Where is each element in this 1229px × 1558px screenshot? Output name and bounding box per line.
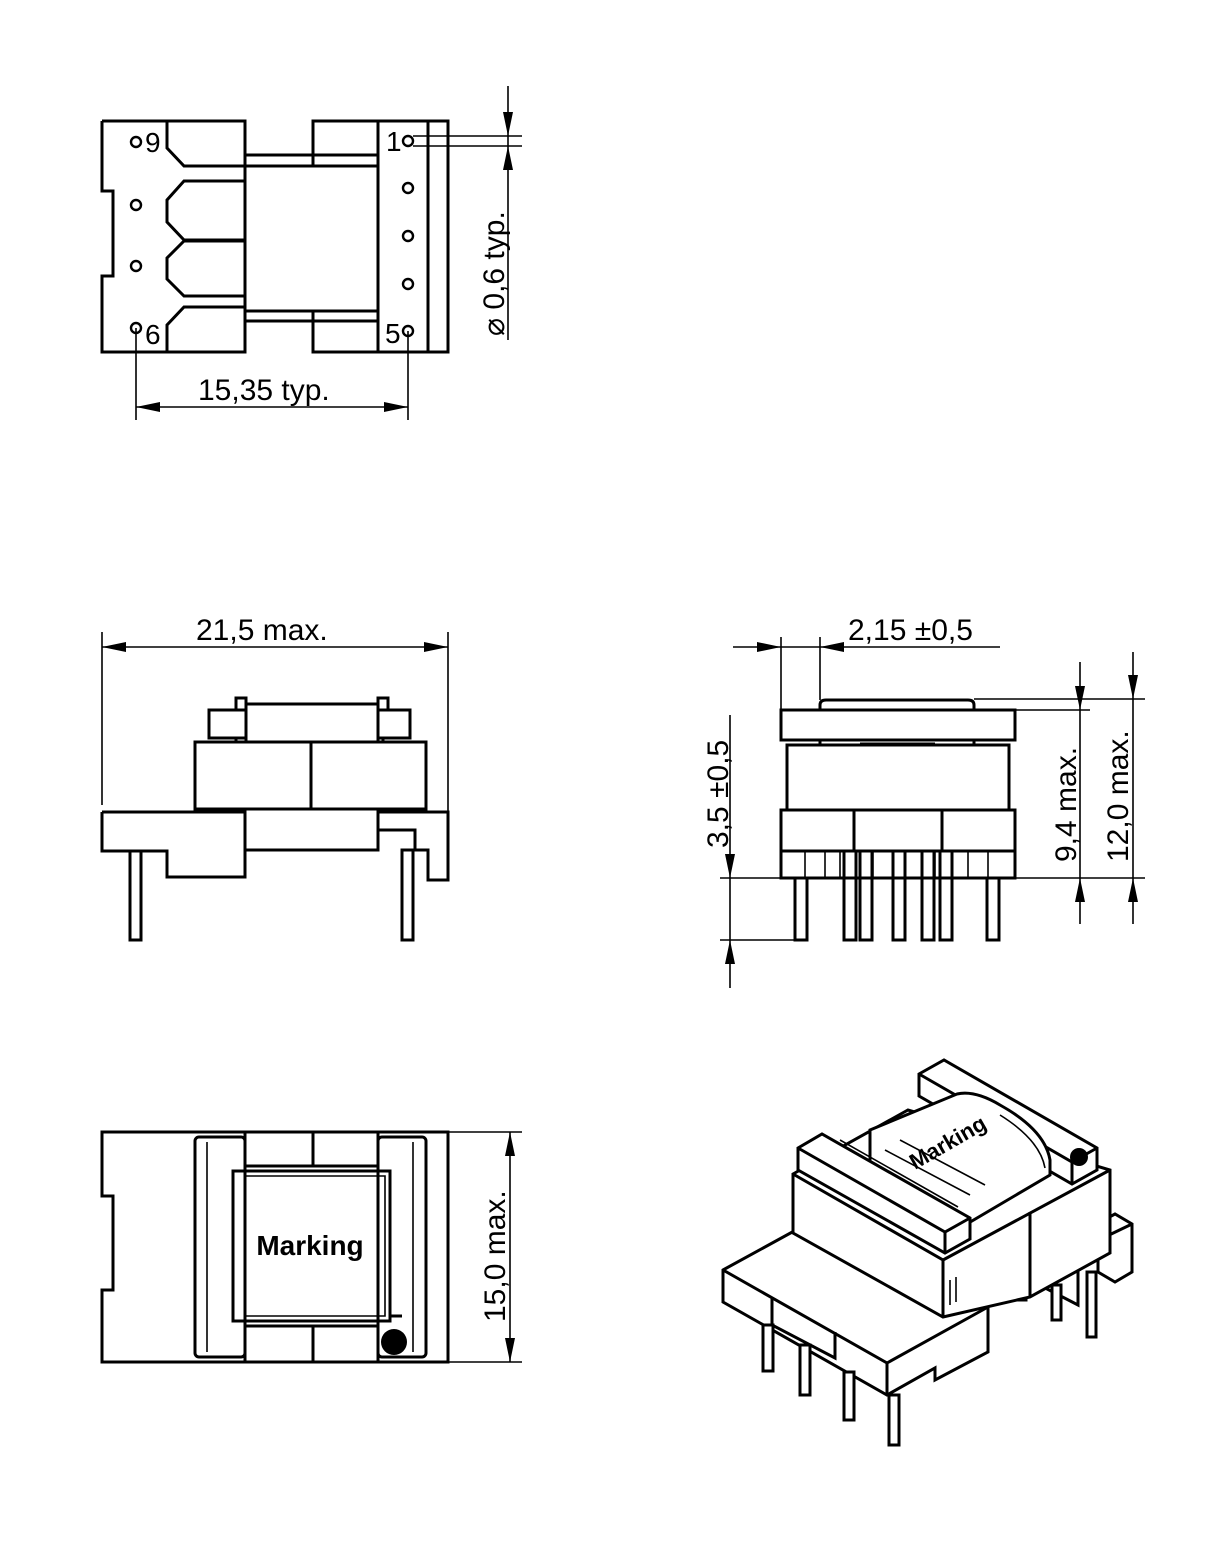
pin-hole-9 — [129, 135, 143, 149]
bottom-view: Marking 15,0 max. — [100, 1130, 522, 1364]
pin-hole-8 — [129, 198, 143, 212]
pin-hole-2 — [401, 181, 415, 195]
end-view: 2,15 ±0,5 3,5 ±0 — [702, 614, 1145, 988]
dim-length: 21,5 max. — [196, 614, 328, 647]
pin-hole-7 — [129, 259, 143, 273]
pin-label-9: 9 — [145, 127, 161, 158]
orientation-dot — [381, 1329, 407, 1355]
dim-width: 15,0 max. — [479, 1190, 512, 1322]
pin-hole-3 — [401, 229, 415, 243]
bottom-marking: Marking — [256, 1230, 363, 1261]
pin-label-5: 5 — [385, 318, 401, 349]
dim-height-total: 12,0 max. — [1102, 730, 1135, 862]
dim-pin-length: 3,5 ±0,5 — [702, 740, 735, 848]
dim-pin-diameter: ⌀ 0,6 typ. — [478, 211, 511, 336]
pin-hole-4 — [401, 277, 415, 291]
dim-height-body: 9,4 max. — [1050, 747, 1083, 862]
iso-orientation-dot — [1070, 1148, 1088, 1166]
pin-label-1: 1 — [386, 126, 402, 157]
dim-pin-pitch: 15,35 typ. — [198, 374, 330, 407]
isometric-view: Marking — [721, 1058, 1134, 1447]
side-view: 21,5 max. — [100, 614, 450, 942]
pin-hole-1 — [401, 134, 415, 148]
top-view: 9 1 6 5 15,35 typ. ⌀ 0,6 typ. — [100, 86, 522, 420]
dim-offset: 2,15 ±0,5 — [848, 614, 973, 647]
pin-label-6: 6 — [145, 319, 161, 350]
